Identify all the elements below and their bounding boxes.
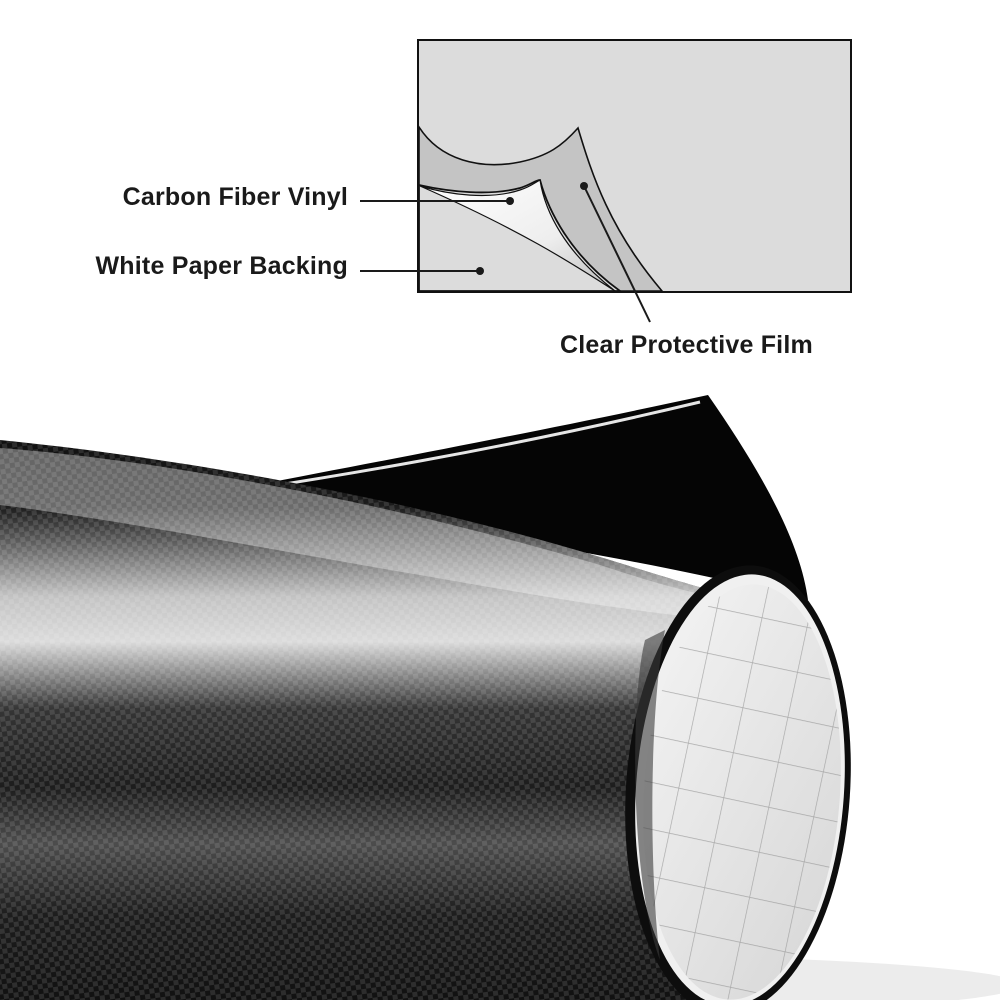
vinyl-curl <box>419 179 616 292</box>
label-white-paper-backing: White Paper Backing <box>95 252 348 280</box>
leader-dot-vinyl <box>506 197 514 205</box>
label-clear-protective-film: Clear Protective Film <box>560 331 813 359</box>
layer-inset <box>360 39 852 323</box>
carbon-fiber-roll <box>0 395 1000 1000</box>
roll-flap <box>180 395 808 600</box>
leader-dot-backing <box>476 267 484 275</box>
label-carbon-fiber-vinyl: Carbon Fiber Vinyl <box>122 183 348 211</box>
leader-line-film <box>583 185 651 323</box>
leader-dot-film <box>580 182 588 190</box>
